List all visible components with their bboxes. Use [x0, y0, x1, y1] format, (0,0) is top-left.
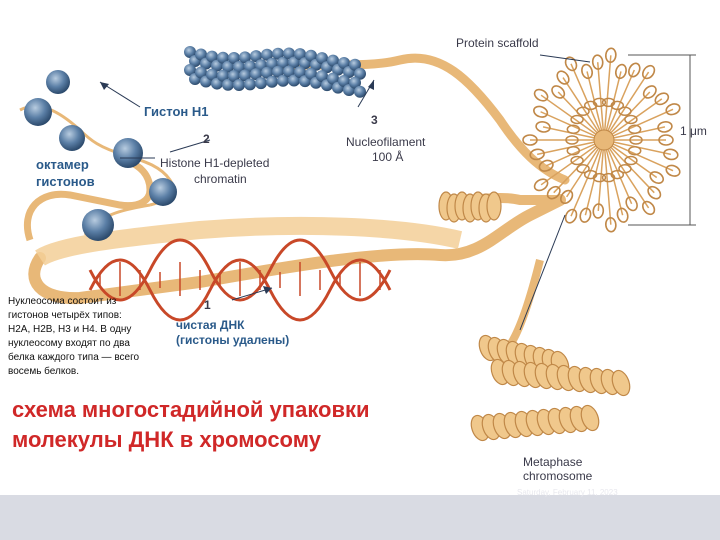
- step-3-number: 3: [371, 113, 378, 127]
- step-2-number: 2: [203, 132, 210, 146]
- nucleosome-string: [20, 70, 177, 241]
- coiled-fiber: [439, 192, 501, 222]
- nucleosome-bead: [46, 70, 70, 94]
- pure-dna-label-line2: (гистоны удалены): [176, 333, 289, 347]
- metaphase-chromosome-coils: [468, 333, 633, 443]
- nucleofilament-label: Nucleofilament: [346, 135, 425, 149]
- scaffold-core: [594, 130, 614, 150]
- metaphase-label: Metaphase chromosome: [523, 455, 592, 483]
- angstrom-label: 100 Å: [372, 150, 403, 164]
- solenoid-bead: [244, 78, 256, 90]
- protein-scaffold-label: Protein scaffold: [456, 36, 539, 50]
- step-1-number: 1: [204, 298, 211, 312]
- nucleosome-bead: [82, 209, 114, 241]
- h1-depleted-label-line2: chromatin: [194, 172, 247, 186]
- pure-dna-label-line1: чистая ДНК: [176, 318, 244, 332]
- metaphase-label-line2: chromosome: [523, 469, 592, 483]
- histone-h1-label: Гистон H1: [144, 105, 209, 119]
- micrometer-label: 1 μm: [680, 124, 707, 138]
- nucleosome-bead: [113, 138, 143, 168]
- nucleosome-bead: [24, 98, 52, 126]
- octamer-label-line1: октамер: [36, 158, 89, 172]
- coil-turn: [487, 192, 501, 220]
- solenoid-bead: [266, 76, 278, 88]
- slide-title-line2: молекулы ДНК в хромосому: [12, 427, 321, 453]
- date-stamp: Saturday, February 11, 2023: [517, 488, 618, 497]
- h1-depleted-label-line1: Histone H1-depleted: [160, 156, 269, 170]
- scaffold-loop: [571, 157, 583, 165]
- slide-title-line1: схема многостадийной упаковки: [12, 397, 370, 423]
- metaphase-label-line1: Metaphase: [523, 455, 582, 469]
- octamer-label-line2: гистонов: [36, 175, 95, 189]
- chromatin-solenoid: [184, 46, 366, 98]
- nucleosome-bead: [59, 125, 85, 151]
- nucleosome-note: Нуклеосома состоит из гистонов четырёх т…: [8, 295, 178, 379]
- footer-bar: [0, 495, 720, 540]
- nucleosome-bead: [149, 178, 177, 206]
- scaffold-loop: [625, 115, 637, 123]
- scaffold-loop: [625, 157, 637, 165]
- scaffold-loop: [571, 115, 583, 123]
- solenoid-bead: [255, 77, 267, 89]
